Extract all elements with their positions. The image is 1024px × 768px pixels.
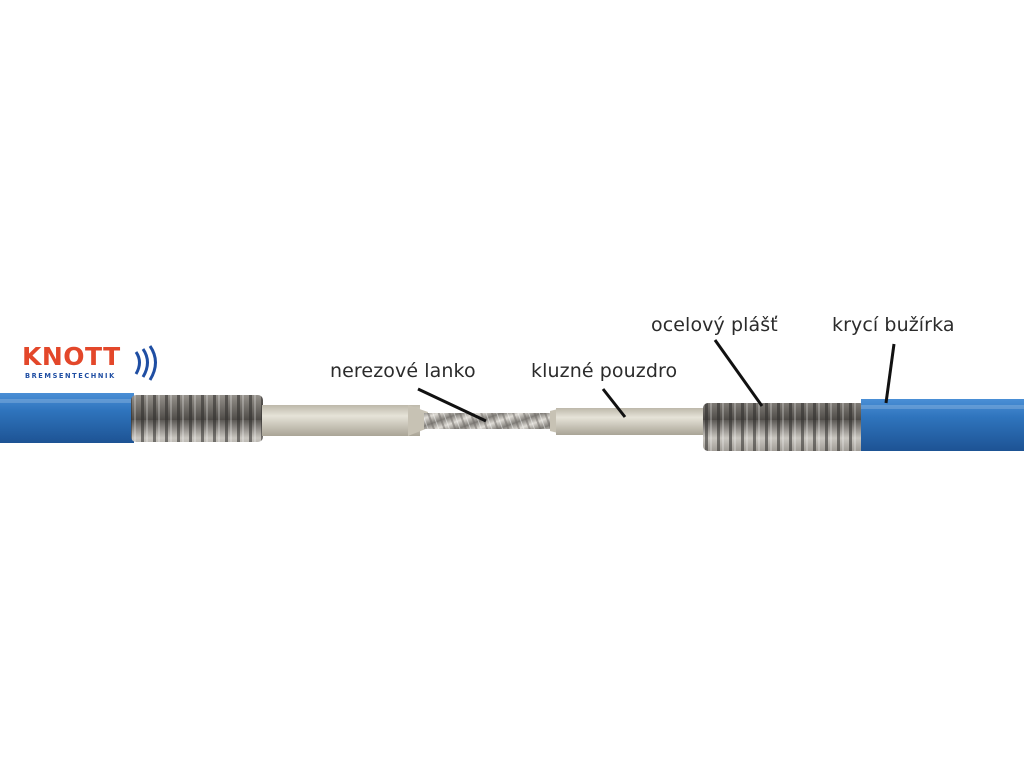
leader-sliding-liner bbox=[601, 388, 627, 418]
label-sliding-liner: kluzné pouzdro bbox=[531, 360, 678, 382]
cover-sleeve-right bbox=[861, 399, 1024, 451]
label-cover-sleeve: krycí bužírka bbox=[832, 314, 955, 336]
sliding-liner-left bbox=[262, 405, 428, 436]
steel-sheath-right bbox=[703, 403, 865, 451]
cover-sleeve-left bbox=[0, 393, 134, 443]
leader-steel-sheath bbox=[713, 339, 764, 407]
leader-stainless-cable bbox=[417, 387, 487, 423]
knott-logo-mark bbox=[134, 345, 157, 381]
label-stainless-cable: nerezové lanko bbox=[330, 360, 476, 382]
knott-logo-wordmark: KNOTT bbox=[22, 342, 121, 371]
stainless-cable bbox=[424, 413, 554, 429]
leader-cover-sleeve bbox=[884, 343, 896, 404]
label-steel-sheath: ocelový plášť bbox=[651, 314, 778, 336]
knott-logo-tagline: BREMSENTECHNIK bbox=[25, 372, 116, 380]
sliding-liner-right bbox=[550, 408, 708, 435]
steel-sheath-left bbox=[131, 395, 263, 442]
